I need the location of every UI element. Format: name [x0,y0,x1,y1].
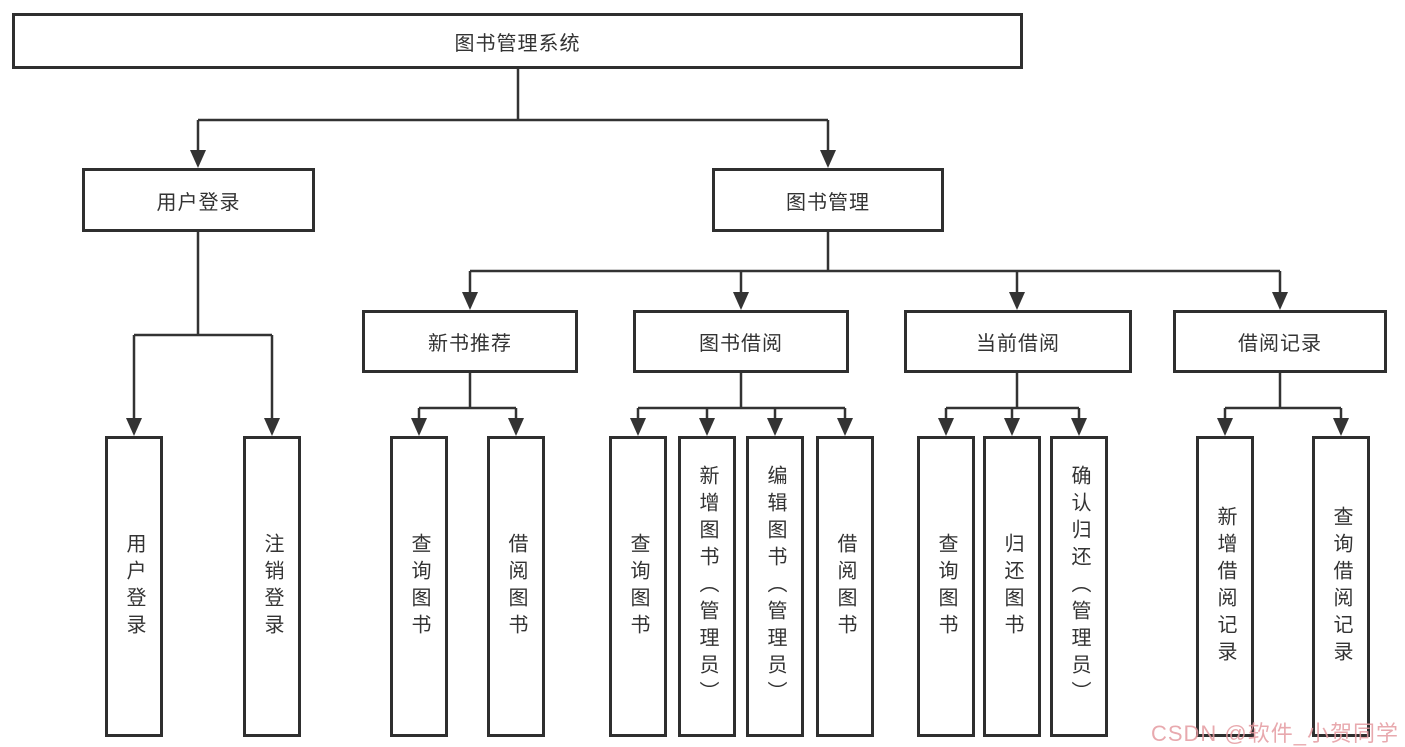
node-logout-action: 注销登录 [243,436,301,737]
node-label: 借阅图书 [505,532,527,641]
node-borrow-book-1: 借阅图书 [487,436,545,737]
node-label: 查询图书 [627,532,649,641]
node-add-book-admin: 新增图书（管理员） [678,436,736,737]
node-label: 新书推荐 [428,333,512,355]
node-label: 图书管理系统 [454,32,581,55]
node-label: 归还图书 [1001,532,1023,641]
node-library-management-system: 图书管理系统 [12,13,1023,69]
node-confirm-return-admin: 确认归还（管理员） [1050,436,1108,737]
node-book-management: 图书管理 [712,168,944,232]
node-query-book-1: 查询图书 [390,436,448,737]
node-label: 图书借阅 [699,333,783,355]
connector-path [132,69,1343,424]
node-edit-book-admin: 编辑图书（管理员） [746,436,804,737]
node-label: 确认归还（管理员） [1068,465,1090,708]
node-label: 借阅记录 [1238,333,1322,355]
node-book-borrow: 图书借阅 [633,310,849,373]
node-add-borrow-record: 新增借阅记录 [1196,436,1254,737]
node-user-login-action: 用户登录 [105,436,163,737]
node-borrow-records: 借阅记录 [1173,310,1387,373]
node-query-borrow-record: 查询借阅记录 [1312,436,1370,737]
node-label: 新增图书（管理员） [696,465,718,708]
node-label: 用户登录 [123,532,145,641]
node-query-book-2: 查询图书 [609,436,667,737]
node-label: 查询图书 [408,532,430,641]
node-label: 查询借阅记录 [1330,505,1352,668]
watermark: CSDN @软件_小贺同学 [1150,721,1399,746]
node-label: 图书管理 [786,191,870,214]
node-query-book-3: 查询图书 [917,436,975,737]
node-user-login: 用户登录 [82,168,315,232]
node-return-book: 归还图书 [983,436,1041,737]
node-label: 用户登录 [156,191,241,214]
node-label: 新增借阅记录 [1214,505,1236,668]
node-current-borrow: 当前借阅 [904,310,1132,373]
node-label: 当前借阅 [976,333,1060,355]
node-new-book-recommend: 新书推荐 [362,310,578,373]
node-label: 注销登录 [261,532,283,641]
arrowheads [126,150,1349,436]
node-label: 查询图书 [935,532,957,641]
node-label: 编辑图书（管理员） [764,465,786,708]
node-label: 借阅图书 [834,532,856,641]
node-borrow-book-2: 借阅图书 [816,436,874,737]
